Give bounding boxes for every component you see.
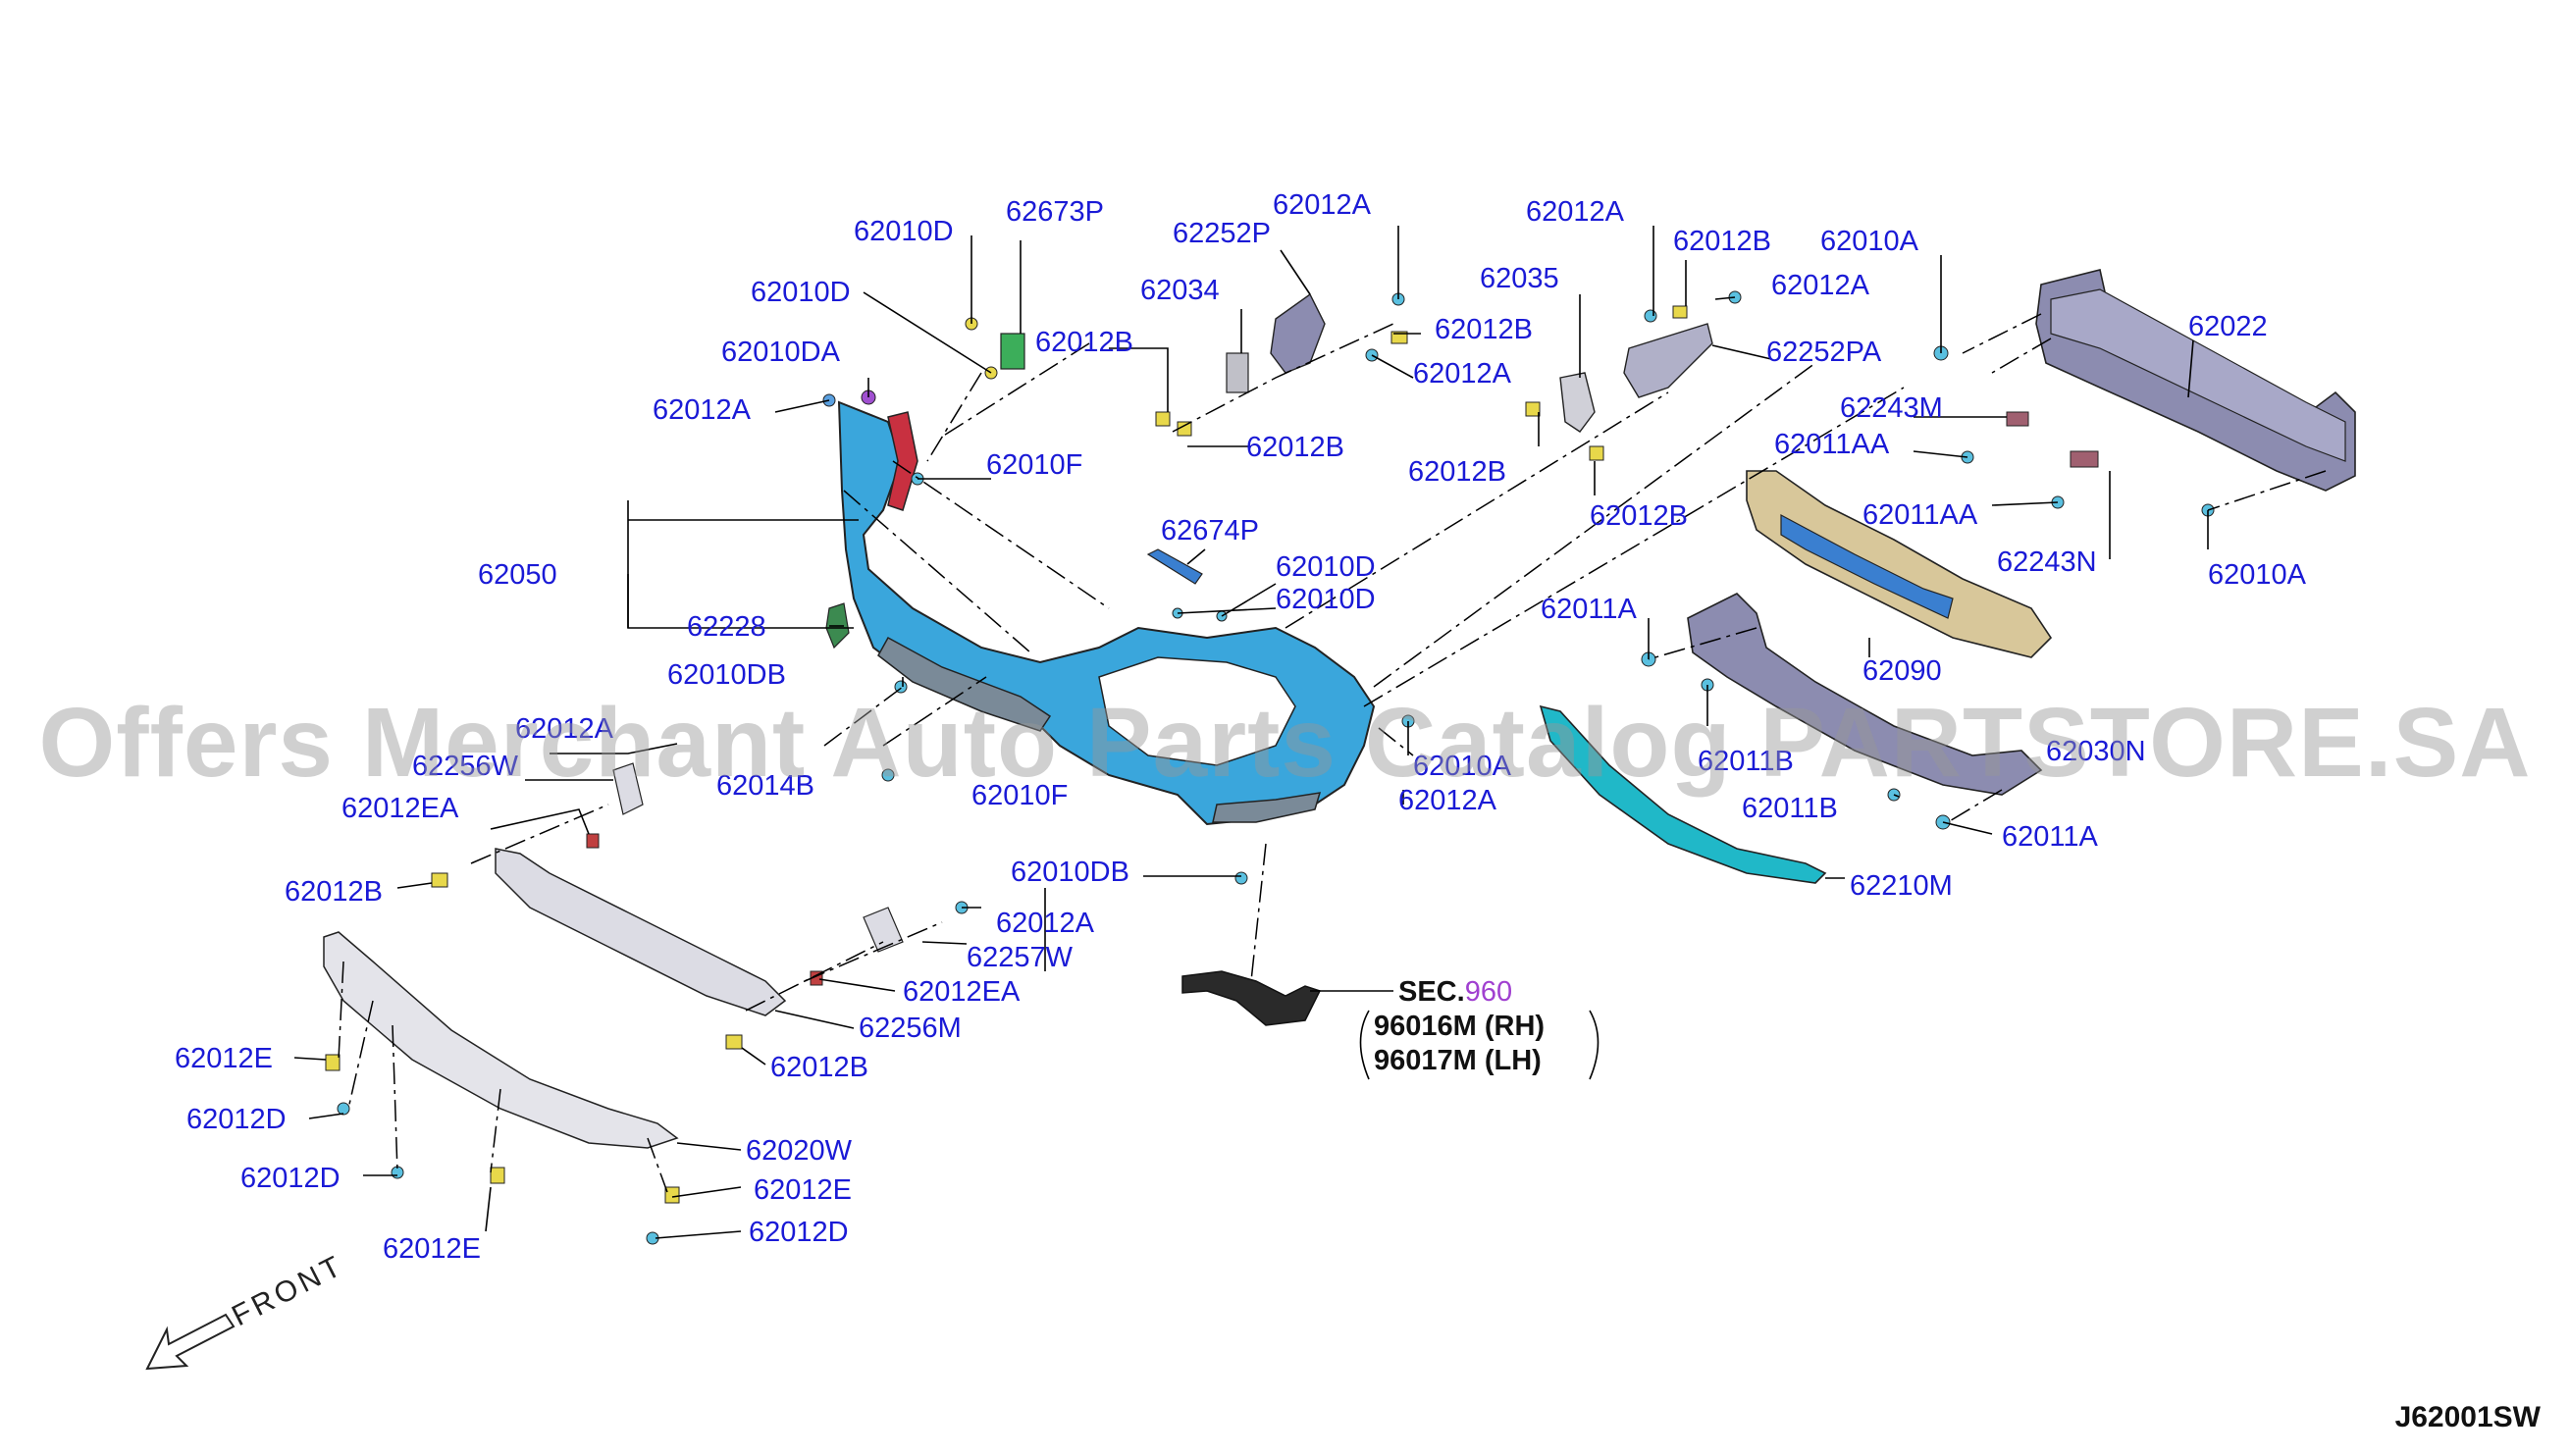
part-label[interactable]: 62014B [716,770,814,802]
part-label[interactable]: 62090 [1862,655,1942,687]
section-number: 960 [1465,976,1512,1008]
part-label[interactable]: 62012EA [341,793,459,824]
lower-grille-62256M[interactable] [495,848,787,1016]
part-label[interactable]: 62252P [1173,218,1271,249]
part-label[interactable]: 62012E [175,1043,273,1074]
part-label[interactable]: 62012D [186,1104,287,1135]
absorber-blue-band [1780,514,1954,619]
part-label[interactable]: 62012A [1398,785,1497,816]
part-label[interactable]: 62010D [854,216,954,247]
section-part-rh: 96016M (RH) [1374,1011,1545,1042]
part-label[interactable]: 62030N [2046,736,2146,767]
section-prefix: SEC. [1398,976,1465,1008]
part-label[interactable]: 62012A [996,908,1095,939]
bracket-62035[interactable] [1559,372,1596,433]
part-label[interactable]: 62012B [770,1052,868,1083]
part-label[interactable]: 62035 [1480,263,1559,294]
part-label[interactable]: 62010F [971,780,1068,811]
under-cover-62020W[interactable] [323,931,679,1149]
part-label[interactable]: 62243M [1840,392,1943,424]
part-label[interactable]: 62012B [1673,226,1771,257]
part-label[interactable]: 62012B [1035,327,1133,358]
part-label[interactable]: 62252PA [1766,337,1882,368]
part-label[interactable]: 62012A [1413,358,1512,390]
part-label[interactable]: 62012A [1273,189,1372,221]
part-label[interactable]: 62243N [1997,546,2097,578]
section-reference[interactable]: SEC.960 96016M (RH) 96017M (LH) [1359,976,1600,1080]
bracket-62243N[interactable] [2070,450,2099,468]
part-label[interactable]: 62011AA [1774,429,1890,460]
part-label[interactable]: 62210M [1850,870,1953,902]
part-label[interactable]: 62011B [1698,746,1794,777]
bracket-62243M[interactable] [2006,411,2029,427]
part-label[interactable]: 62012D [749,1217,849,1248]
part-label[interactable]: 62012EA [903,976,1021,1008]
part-label[interactable]: 62012B [1408,456,1506,488]
front-direction-arrow: FRONT [145,1249,349,1371]
air-guide-sec960[interactable] [1181,970,1322,1026]
bumper-grille-opening [1098,656,1296,766]
bumper-reinforcement-face [2050,288,2346,462]
part-label[interactable]: 62673P [1006,196,1104,228]
part-label[interactable]: 62011A [1541,594,1637,625]
part-label[interactable]: 62010D [751,277,851,308]
part-label[interactable]: 62012A [653,394,752,426]
part-label[interactable]: 62012B [285,876,383,908]
part-label[interactable]: 62011A [2002,821,2098,853]
bracket-62256W[interactable] [612,762,644,815]
grille-garnish-62210M[interactable] [1539,704,1827,884]
part-label[interactable]: 62012E [754,1174,852,1206]
bracket-62252P[interactable] [1270,292,1326,374]
part-label[interactable]: 62010D [1276,551,1376,583]
part-label[interactable]: 62012B [1435,314,1533,345]
part-label[interactable]: 62012E [383,1233,481,1265]
part-label[interactable]: 62022 [2188,311,2268,342]
part-label[interactable]: 62010D [1276,584,1376,615]
assembly-lines [338,313,2327,1193]
part-label[interactable]: 62012B [1246,432,1344,463]
part-label[interactable]: 62674P [1161,515,1259,546]
svg-text:SEC.960: SEC.960 [1398,976,1512,1008]
part-label[interactable]: 62228 [687,611,766,643]
leader-lines [293,226,2209,1239]
part-label[interactable]: 62012D [240,1163,341,1194]
part-label[interactable]: 62010DB [667,659,786,691]
part-label[interactable]: 62010A [1413,751,1512,782]
part-label[interactable]: 62012A [1526,196,1625,228]
lower-bracket-62030N[interactable] [1687,593,2043,796]
part-label[interactable]: 62256M [859,1013,962,1044]
part-label[interactable]: 62011B [1742,793,1838,824]
part-label[interactable]: 62012A [1771,270,1870,301]
bracket-62257W[interactable] [863,907,904,953]
part-labels: 62010D 62673P 62010D 62010DA 62012A 6201… [175,189,2307,1265]
bracket-62252PA[interactable] [1623,323,1713,398]
bracket-62034[interactable] [1226,352,1249,393]
part-label[interactable]: 62020W [746,1135,853,1167]
front-label: FRONT [227,1249,349,1332]
bracket-62673P[interactable] [1000,333,1025,370]
part-label[interactable]: 62010DA [721,337,841,368]
watermark: Offers Merchant Auto Parts Catalog PARTS… [38,688,2532,798]
energy-absorber-62090[interactable] [1746,470,2053,658]
part-label[interactable]: 62010A [2208,559,2307,591]
part-label[interactable]: 62050 [478,559,557,591]
part-label[interactable]: 62012B [1590,500,1688,532]
diagram-code: J62001SW [2394,1401,2541,1433]
part-label[interactable]: 62034 [1140,275,1220,306]
bumper-lower-lip [877,636,1052,732]
bumper-lower-lip-right [1212,792,1322,823]
part-label[interactable]: 62256W [412,751,519,782]
part-label[interactable]: 62010A [1820,226,1919,257]
side-reflector-62228-area [887,411,918,511]
part-label[interactable]: 62257W [967,942,1074,973]
section-part-lh: 96017M (LH) [1374,1045,1542,1076]
part-label[interactable]: 62010DB [1011,857,1129,888]
part-label[interactable]: 62012A [515,713,614,745]
part-label[interactable]: 62011AA [1862,499,1978,531]
part-label[interactable]: 62010F [986,449,1082,481]
bracket-62674P[interactable] [1146,548,1203,585]
